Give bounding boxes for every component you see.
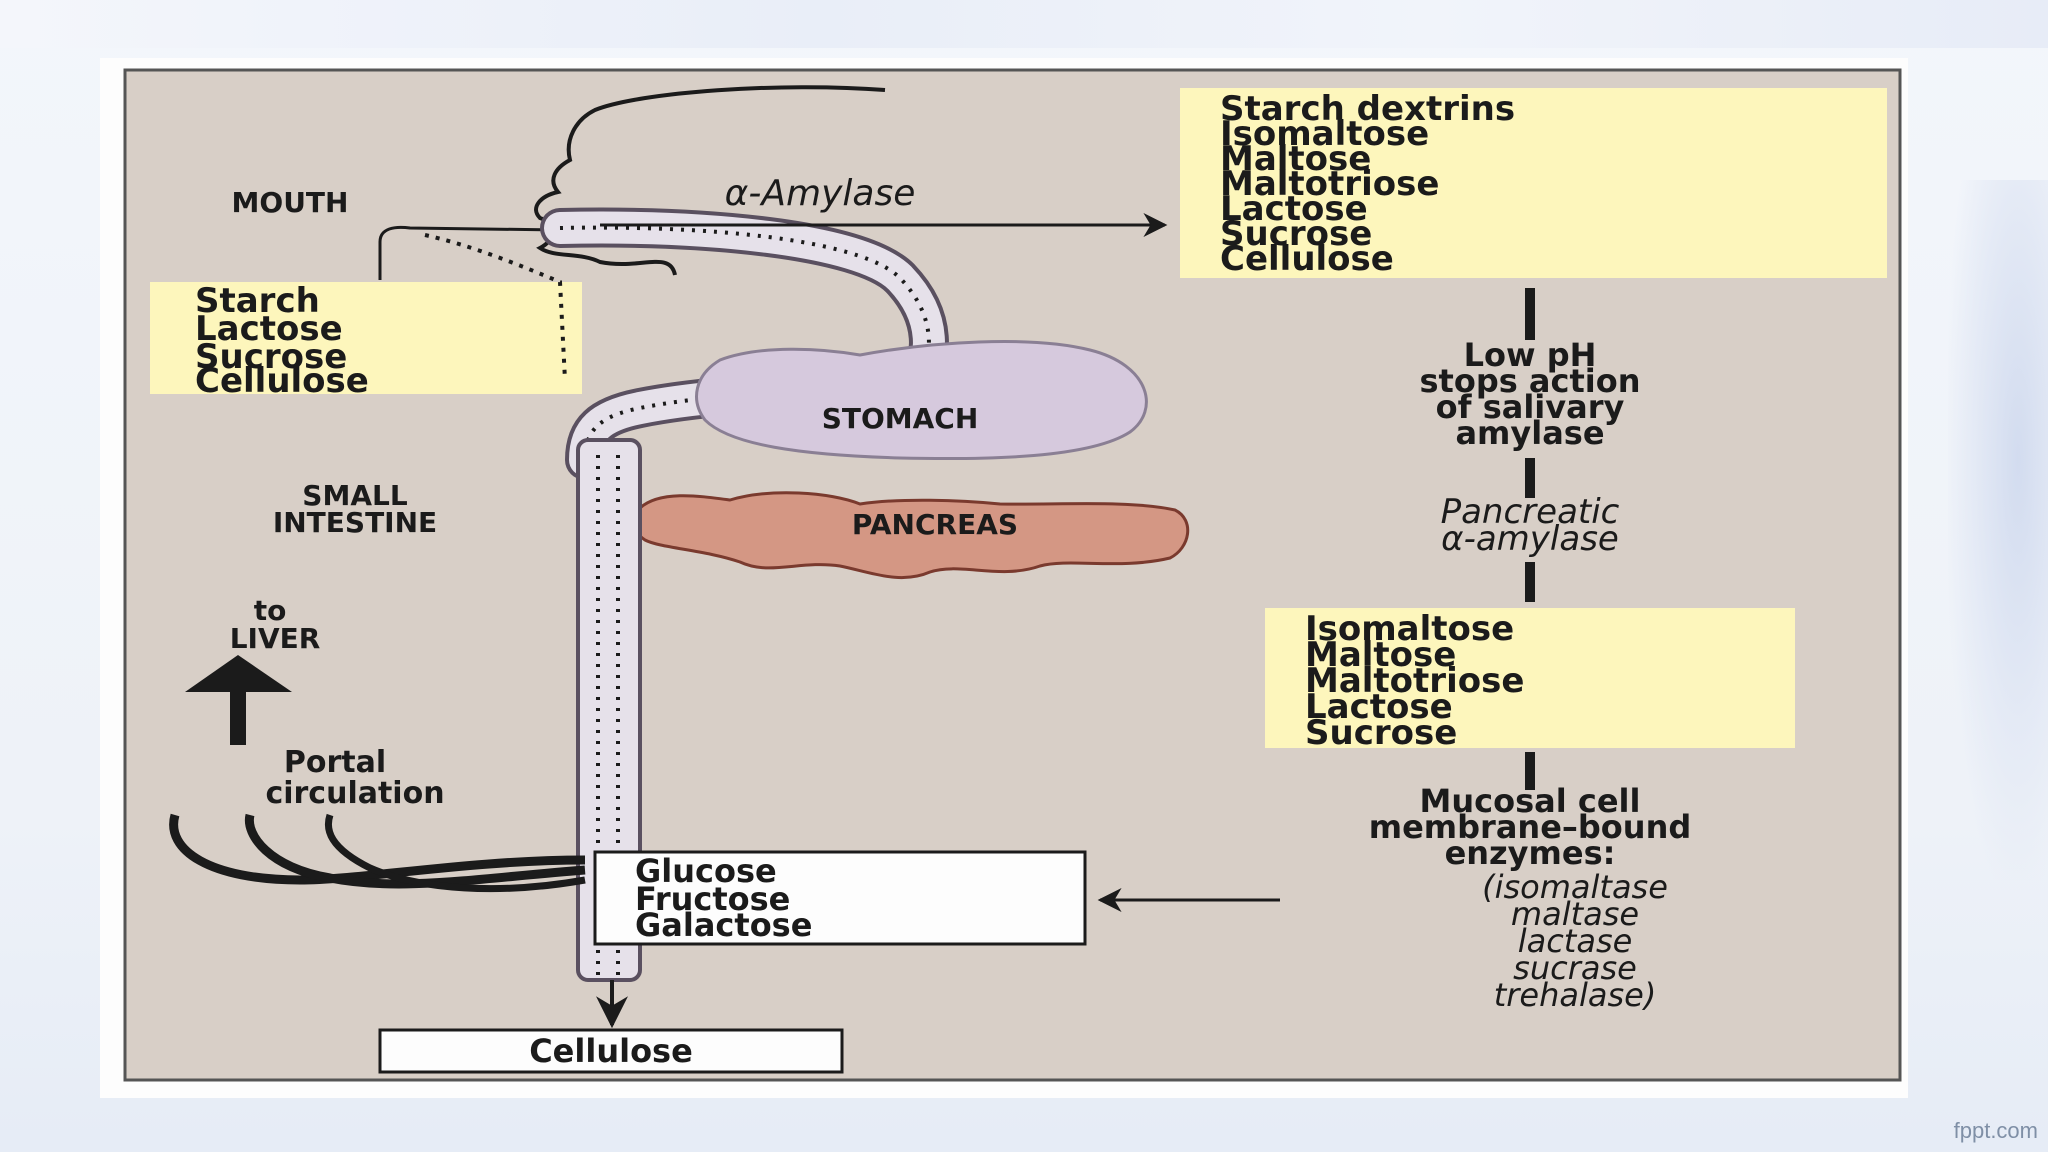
portal-curve-1 bbox=[169, 813, 586, 885]
mucosal-line: membrane–bound bbox=[1369, 808, 1692, 846]
watermark: fppt.com bbox=[1953, 1118, 2038, 1143]
top-item: Isomaltose bbox=[1220, 114, 1429, 154]
pancreatic-line: Pancreatic bbox=[1441, 492, 1620, 532]
intake-item: Starch bbox=[195, 281, 320, 321]
small-intestine-tube bbox=[576, 438, 642, 982]
oral-cavity bbox=[378, 225, 561, 280]
label-pancreas: PANCREAS bbox=[852, 508, 1018, 541]
mono-item: Galactose bbox=[635, 906, 812, 944]
monosaccharide-box bbox=[593, 850, 1087, 946]
label-stomach: STOMACH bbox=[822, 402, 979, 435]
intake-item: Cellulose bbox=[195, 361, 369, 401]
enzyme-line: trehalase) bbox=[1494, 976, 1657, 1014]
portal-curve-2 bbox=[244, 813, 586, 889]
pancreatic-line: α-amylase bbox=[1441, 519, 1619, 559]
intake-box bbox=[150, 282, 582, 394]
mid-item: Sucrose bbox=[1305, 713, 1457, 753]
low-ph-line: Low pH bbox=[1464, 336, 1597, 374]
enzyme-line: maltase bbox=[1511, 895, 1639, 933]
enzyme-line: sucrase bbox=[1513, 949, 1637, 987]
label-to-liver: to bbox=[254, 594, 287, 627]
top-item: Starch dextrins bbox=[1220, 89, 1515, 129]
cellulose-box bbox=[378, 1028, 844, 1074]
intake-item: Lactose bbox=[195, 309, 343, 349]
mono-item: Fructose bbox=[635, 880, 790, 918]
mucosal-line: Mucosal cell bbox=[1420, 782, 1641, 820]
mid-item: Isomaltose bbox=[1305, 609, 1514, 649]
label-cellulose: Cellulose bbox=[529, 1032, 693, 1070]
top-item: Maltose bbox=[1220, 139, 1371, 179]
low-ph-line: stops action bbox=[1419, 362, 1640, 400]
mid-item: Maltose bbox=[1305, 635, 1456, 675]
label-mouth: MOUTH bbox=[232, 186, 349, 219]
stomach-shape bbox=[695, 340, 1148, 461]
label-small-intestine: INTESTINE bbox=[273, 506, 437, 539]
mono-item: Glucose bbox=[635, 852, 777, 890]
label-amylase: α-Amylase bbox=[725, 173, 916, 214]
enzyme-line: (isomaltase bbox=[1482, 868, 1668, 906]
mucosal-line: enzymes: bbox=[1445, 834, 1616, 872]
top-item: Cellulose bbox=[1220, 239, 1394, 279]
top-item: Maltotriose bbox=[1220, 164, 1439, 204]
low-ph-line: amylase bbox=[1455, 414, 1604, 452]
low-ph-line: of salivary bbox=[1436, 388, 1625, 426]
enzyme-line: lactase bbox=[1518, 922, 1633, 960]
portal-curve-3 bbox=[324, 813, 586, 893]
slide-background-flower bbox=[1948, 180, 2048, 880]
label-portal: Portal bbox=[284, 745, 386, 780]
top-item: Sucrose bbox=[1220, 214, 1372, 254]
liver-arrow-head bbox=[185, 655, 292, 692]
mid-item: Lactose bbox=[1305, 687, 1453, 727]
label-small-intestine: SMALL bbox=[302, 479, 408, 512]
intake-item: Sucrose bbox=[195, 337, 347, 377]
head-profile bbox=[534, 85, 886, 276]
pancreas-shape bbox=[631, 491, 1190, 580]
slide-background-top bbox=[0, 0, 2048, 48]
mid-products-box bbox=[1265, 608, 1795, 748]
oral-dotted bbox=[424, 233, 567, 381]
top-products-box bbox=[1180, 88, 1887, 278]
label-portal: circulation bbox=[265, 776, 444, 811]
label-to-liver: LIVER bbox=[230, 622, 321, 655]
top-item: Lactose bbox=[1220, 189, 1368, 229]
mid-item: Maltotriose bbox=[1305, 661, 1524, 701]
